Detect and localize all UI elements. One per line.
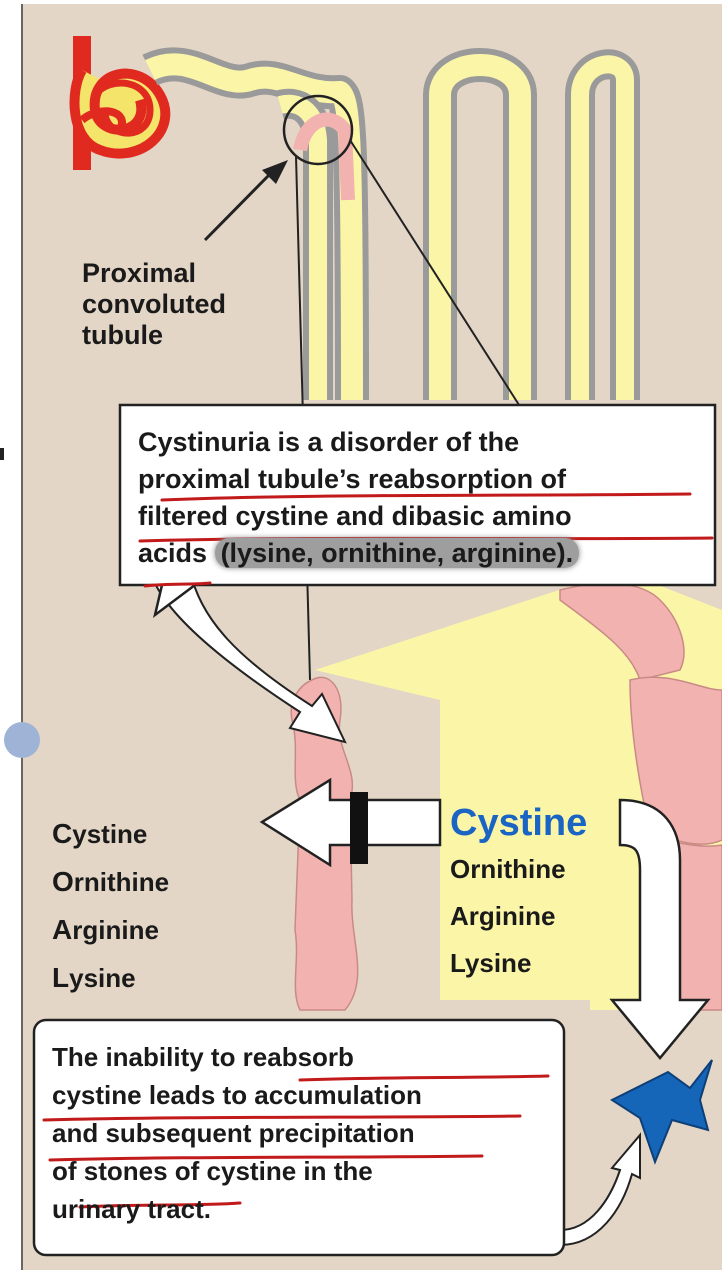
amino-acid-item: Lysine xyxy=(450,940,587,987)
amino-acid-item: Lysine xyxy=(52,954,169,1002)
cystine-highlight-label: Cystine xyxy=(450,800,587,846)
top-box-line: filtered cystine and dibasic amino xyxy=(138,498,698,535)
top-box-line: proximal tubule’s reabsorption of xyxy=(138,461,698,498)
bottom-box-text: The inability to reabsorb cystine leads … xyxy=(52,1038,552,1228)
bottom-box-line: The inability to reabsorb xyxy=(52,1038,552,1076)
amino-acid-item: Ornithine xyxy=(450,846,587,893)
bottom-box-line: cystine leads to accumulation xyxy=(52,1076,552,1114)
amino-acid-item: Arginine xyxy=(52,906,169,954)
amino-acid-item: Arginine xyxy=(450,893,587,940)
filtrate-amino-acid-list: Cystine Ornithine Arginine Lysine xyxy=(52,810,169,1002)
top-box-line: Cystinuria is a disorder of the xyxy=(138,424,698,461)
proximal-tubule-label: Proximal convoluted tubule xyxy=(82,258,302,351)
transporter-blocked-bar xyxy=(350,792,368,864)
slide-marker-circle xyxy=(4,722,40,758)
bottom-box-line: urinary tract. xyxy=(52,1190,552,1228)
amino-acid-item: Ornithine xyxy=(52,858,169,906)
lumen-amino-acid-list: Cystine Ornithine Arginine Lysine xyxy=(450,800,587,987)
top-box-line: acids (lysine, ornithine, arginine). xyxy=(138,535,698,572)
amino-acid-item: Cystine xyxy=(52,810,169,858)
highlighted-amino-acids: (lysine, ornithine, arginine). xyxy=(215,538,580,568)
top-box-text: Cystinuria is a disorder of the proximal… xyxy=(138,424,698,572)
bottom-box-line: and subsequent precipitation xyxy=(52,1114,552,1152)
bottom-box-line: of stones of cystine in the xyxy=(52,1152,552,1190)
